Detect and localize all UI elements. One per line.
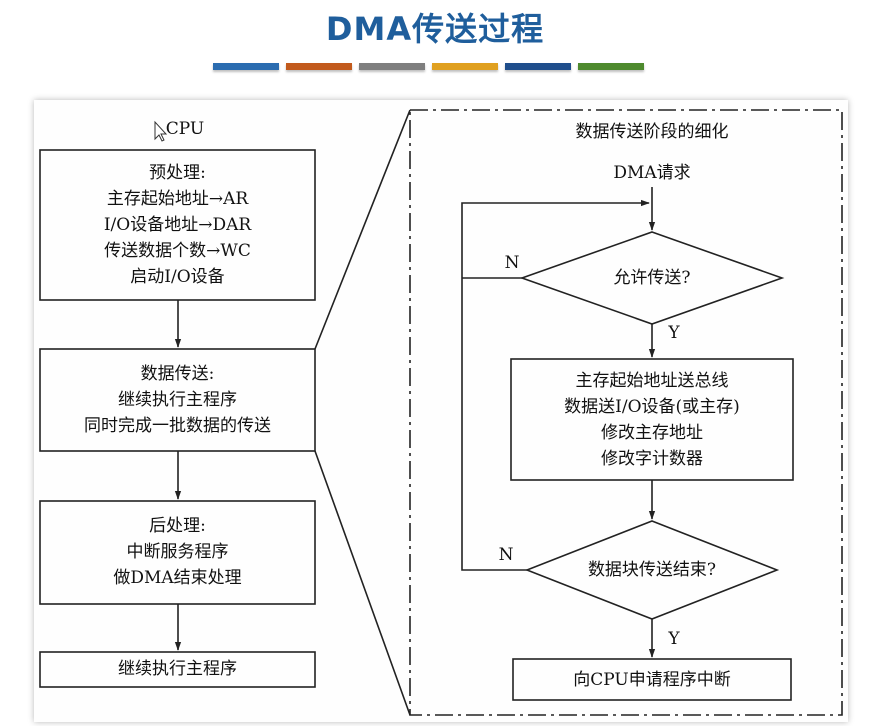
loop-back-arrow [461, 199, 650, 571]
preprocess-line: I/O设备地址→DAR [103, 215, 252, 235]
color-bar-5 [505, 63, 571, 70]
color-bar-6 [578, 63, 644, 70]
transfer-text: 数据传送: 继续执行主程序 同时完成一批数据的传送 [40, 361, 315, 439]
preprocess-heading: 预处理: [149, 163, 206, 183]
cursor-icon [154, 120, 168, 142]
dma-request-label: DMA请求 [613, 163, 691, 183]
postprocess-text: 后处理: 中断服务程序 做DMA结束处理 [40, 513, 315, 591]
continue-main-box [39, 651, 316, 688]
preprocess-line: 启动I/O设备 [130, 267, 225, 287]
color-bar-1 [213, 63, 279, 70]
color-bar-3 [359, 63, 425, 70]
postprocess-line: 中断服务程序 [126, 542, 229, 562]
page-title: DMA传送过程 [325, 10, 545, 48]
no-label-end: N [498, 545, 514, 565]
diagram-panel [34, 100, 848, 722]
yes-label-end: Y [668, 629, 680, 649]
transfer-heading: 数据传送: [140, 364, 215, 384]
preprocess-line: 主存起始地址→AR [106, 189, 249, 209]
interrupt-request-box [512, 658, 792, 701]
continue-main-label: 继续执行主程序 [118, 659, 237, 679]
interrupt-request-label: 向CPU申请程序中断 [573, 670, 731, 690]
color-bar-2 [286, 63, 352, 70]
transfer-detail-text: 主存起始地址送总线 数据送I/O设备(或主存) 修改主存地址 修改字计数器 [511, 368, 793, 472]
postprocess-line: 做DMA结束处理 [113, 568, 242, 588]
zoom-line-top [314, 109, 411, 350]
postprocess-heading: 后处理: [149, 516, 206, 536]
transfer-line: 同时完成一批数据的传送 [84, 416, 271, 436]
transfer-detail-line: 数据送I/O设备(或主存) [564, 397, 740, 417]
transfer-detail-line: 主存起始地址送总线 [575, 371, 729, 391]
transfer-detail-line: 修改字计数器 [601, 449, 703, 469]
allow-decision-label: 允许传送? [613, 268, 691, 288]
color-bar-4 [432, 63, 498, 70]
end-decision-label: 数据块传送结束? [587, 560, 717, 580]
detail-frame [409, 109, 843, 716]
yes-label-allow: Y [668, 323, 680, 343]
cpu-label: CPU [165, 119, 205, 139]
detail-heading: 数据传送阶段的细化 [575, 122, 729, 142]
no-label-allow: N [504, 253, 520, 273]
preprocess-text: 预处理: 主存起始地址→AR I/O设备地址→DAR 传送数据个数→WC 启动I… [40, 160, 315, 290]
transfer-detail-line: 修改主存地址 [601, 423, 703, 443]
transfer-line: 继续执行主程序 [118, 390, 237, 410]
zoom-line-bottom [314, 450, 411, 716]
preprocess-line: 传送数据个数→WC [104, 241, 251, 261]
